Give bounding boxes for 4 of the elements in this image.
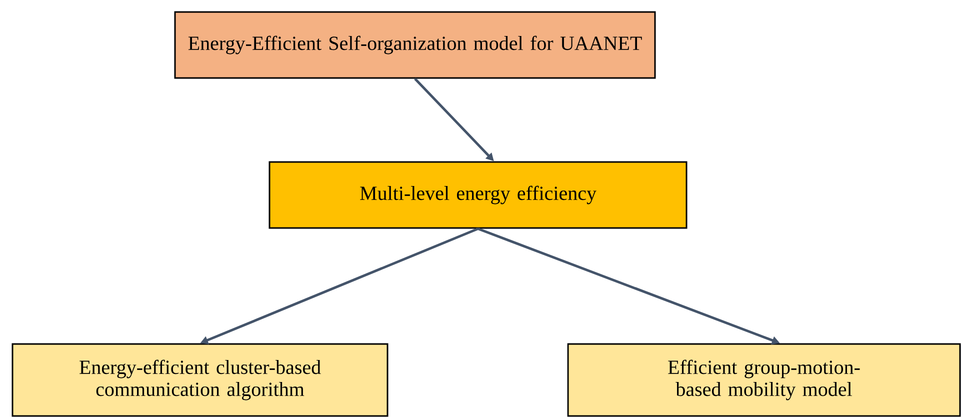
process-box: Efficient group-motion-based mobility model xyxy=(567,343,961,417)
process-box: Energy-Efficient Self-organization model for UAANET xyxy=(174,11,656,79)
process-box: Energy-efficient cluster-based communication algorithm xyxy=(12,343,388,417)
process-box: Multi-level energy efficiency xyxy=(268,161,688,229)
